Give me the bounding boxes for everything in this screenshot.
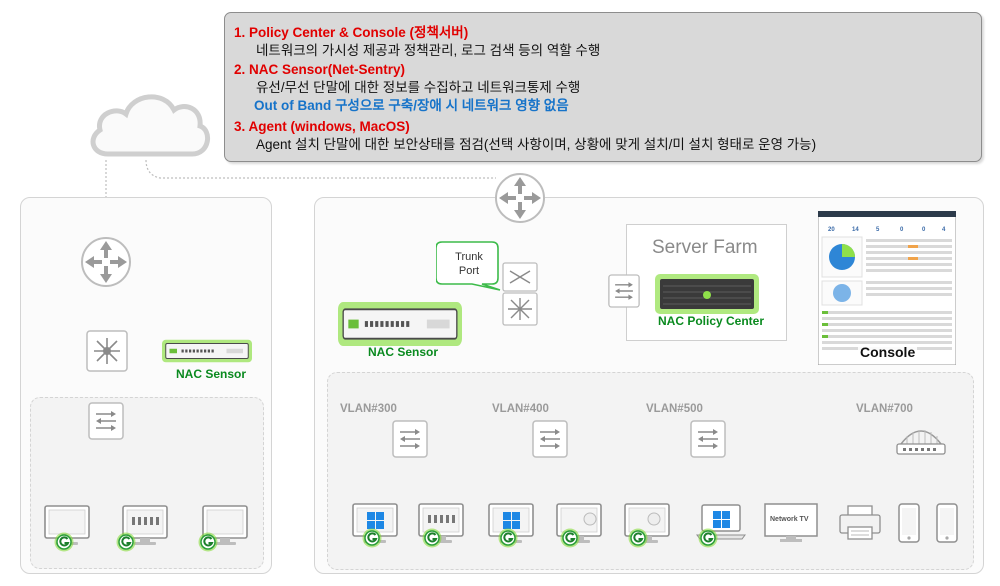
agent-g-icon — [116, 532, 136, 552]
cloud-icon — [90, 94, 210, 157]
wireless-ap-icon — [896, 430, 946, 455]
printer-icon — [839, 505, 881, 540]
core-switch-stack-icon — [502, 262, 538, 326]
console-screenshot: 20 14 5 0 0 4 — [818, 211, 956, 365]
agent-g-icon — [498, 528, 518, 548]
item2-note: Out of Band 구성으로 구축/장애 시 네트워크 영향 없음 — [254, 98, 569, 113]
info-box — [224, 12, 982, 162]
monitor-icon — [122, 505, 168, 546]
svg-text:0: 0 — [922, 227, 926, 233]
item1-description: 네트워크의 가시성 제공과 정책관리, 로그 검색 등의 역할 수행 — [256, 43, 601, 58]
nac-sensor-appliance-right — [338, 302, 462, 346]
agent-g-icon — [560, 528, 580, 548]
vlan-500-label: VLAN#500 — [646, 403, 703, 415]
nac-sensor-left-label: NAC Sensor — [176, 367, 247, 381]
smartphone-icon — [898, 503, 920, 543]
nac-sensor-appliance-left — [162, 339, 252, 363]
item2-description: 유선/무선 단말에 대한 정보를 수집하고 네트워크통제 수행 — [256, 80, 581, 95]
vlan-switch-icon — [690, 420, 726, 458]
item2-title: 2. NAC Sensor(Net-Sentry) — [234, 62, 406, 77]
nac-policy-center-server-icon — [655, 274, 759, 314]
smartphone-icon — [936, 503, 958, 543]
network-tv-icon — [764, 503, 818, 542]
svg-text:20: 20 — [828, 227, 835, 233]
trunk-port-callout — [436, 241, 501, 291]
monitor-icon — [624, 503, 670, 544]
router-icon — [495, 173, 545, 223]
vlan-switch-icon — [532, 420, 568, 458]
monitor-icon — [418, 503, 464, 544]
vlan-switch-icon — [392, 420, 428, 458]
monitor-icon — [556, 503, 602, 544]
vlan-300-label: VLAN#300 — [340, 403, 397, 415]
access-switch-icon — [88, 402, 124, 440]
svg-text:5: 5 — [876, 227, 880, 233]
server-farm-label: Server Farm — [652, 237, 758, 258]
server-switch-icon — [608, 274, 640, 308]
vlan-700-label: VLAN#700 — [856, 403, 913, 415]
svg-text:14: 14 — [852, 227, 859, 233]
item3-description: Agent 설치 단말에 대한 보안상태를 점검(선택 사항이며, 상황에 맞게… — [256, 137, 817, 152]
item1-title: 1. Policy Center & Console (정책서버) — [234, 25, 469, 40]
vlan-400-label: VLAN#400 — [492, 403, 549, 415]
nac-policy-center-label: NAC Policy Center — [658, 314, 765, 328]
agent-g-icon — [198, 532, 218, 552]
agent-g-icon — [698, 528, 718, 548]
nac-sensor-right-label: NAC Sensor — [368, 345, 439, 359]
core-switch-icon — [86, 330, 128, 372]
console-label: Console — [858, 344, 918, 360]
agent-g-icon — [362, 528, 382, 548]
item3-title: 3. Agent (windows, MacOS) — [234, 119, 410, 134]
svg-text:4: 4 — [942, 227, 946, 233]
agent-g-icon — [422, 528, 442, 548]
svg-text:0: 0 — [900, 227, 904, 233]
router-icon — [81, 237, 131, 287]
agent-g-icon — [628, 528, 648, 548]
agent-g-icon — [54, 532, 74, 552]
network-tv-label: Network TV — [770, 516, 809, 523]
